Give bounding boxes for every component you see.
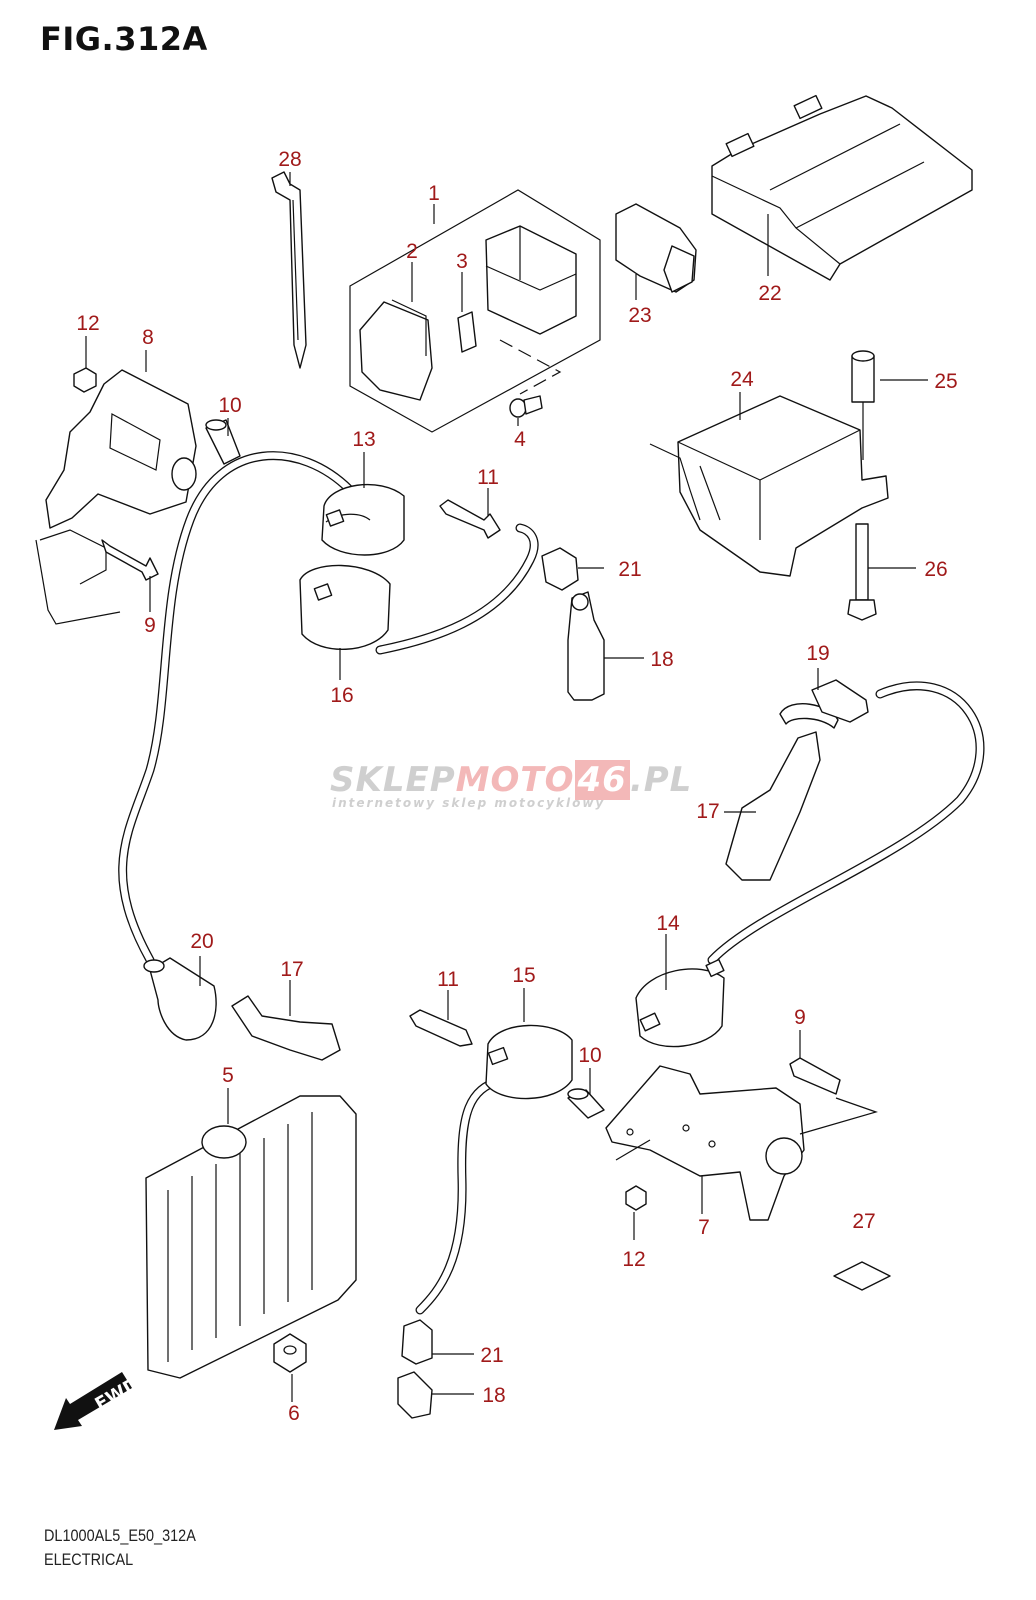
callout-6[interactable]: 6 (288, 1402, 300, 1425)
part-cable-tie[interactable] (271, 171, 307, 369)
part-plug-boot-20[interactable] (143, 957, 217, 1041)
callout-9a[interactable]: 9 (144, 614, 156, 637)
callout-21b[interactable]: 21 (480, 1344, 503, 1367)
part-spacer-10a[interactable] (205, 419, 241, 465)
callout-28[interactable]: 28 (278, 148, 301, 171)
callout-11b[interactable]: 11 (437, 968, 459, 991)
callout-24[interactable]: 24 (730, 368, 754, 391)
callout-16[interactable]: 16 (330, 684, 353, 707)
callout-18b[interactable]: 18 (482, 1384, 505, 1407)
callout-22[interactable]: 22 (758, 282, 781, 305)
callout-11a[interactable]: 11 (477, 466, 499, 489)
part-fuse-holder (359, 301, 433, 401)
watermark: SKLEPMOTO46.PL internetowy sklep motocyk… (330, 760, 692, 810)
leader-lines (85, 172, 928, 1402)
part-ignition-coil-14[interactable] (635, 958, 725, 1048)
callout-18a[interactable]: 18 (650, 648, 673, 671)
part-relay-assembly[interactable] (349, 189, 601, 433)
part-plug-boot-17a[interactable] (725, 731, 821, 881)
watermark-brand-4: .PL (629, 760, 693, 800)
part-bolt-4[interactable] (509, 395, 543, 418)
part-nut-12b[interactable] (625, 1185, 647, 1211)
watermark-tagline: internetowy sklep motocyklowy (332, 796, 606, 810)
part-pad-27[interactable] (833, 1261, 891, 1291)
part-nut-12a[interactable] (73, 367, 97, 393)
callout-27[interactable]: 27 (852, 1210, 875, 1233)
watermark-logo: SKLEPMOTO46.PL (330, 760, 692, 800)
part-module-24[interactable] (649, 395, 889, 577)
callout-21a[interactable]: 21 (618, 558, 641, 581)
part-fuse (457, 311, 477, 353)
callout-1[interactable]: 1 (428, 182, 440, 205)
part-bolt-11b[interactable] (409, 1009, 473, 1047)
section-name: ELECTRICAL (44, 1550, 134, 1569)
callout-9b[interactable]: 9 (794, 1006, 806, 1029)
part-plug-boot-17b[interactable] (231, 995, 341, 1061)
callout-14[interactable]: 14 (656, 912, 680, 935)
watermark-brand-1: SKLEP (330, 760, 456, 800)
part-bracket-right[interactable] (605, 1065, 878, 1221)
callout-4[interactable]: 4 (514, 428, 526, 451)
callout-15[interactable]: 15 (512, 964, 535, 987)
part-ecm-unit[interactable] (711, 94, 973, 281)
part-ignition-coil-16[interactable] (299, 564, 391, 651)
callout-25[interactable]: 25 (934, 370, 957, 393)
callout-2[interactable]: 2 (406, 240, 418, 263)
fwd-arrow-icon: FWD (54, 1372, 143, 1430)
part-spacer-10b[interactable] (567, 1088, 605, 1119)
part-collar-25[interactable] (851, 350, 875, 460)
callout-20[interactable]: 20 (190, 930, 213, 953)
part-cap-21b[interactable] (401, 1319, 433, 1365)
callout-5[interactable]: 5 (222, 1064, 234, 1087)
callout-8[interactable]: 8 (142, 326, 154, 349)
model-code: DL1000AL5_E50_312A (44, 1526, 196, 1545)
part-bolt-9b[interactable] (789, 1057, 841, 1095)
callout-17a[interactable]: 17 (696, 800, 719, 823)
hose-right-long[interactable] (707, 681, 985, 965)
part-plug-boot-18b[interactable] (397, 1371, 433, 1419)
callout-10b[interactable]: 10 (578, 1044, 601, 1067)
part-connector[interactable] (615, 203, 697, 293)
callout-7[interactable]: 7 (698, 1216, 710, 1239)
callout-23[interactable]: 23 (628, 304, 651, 327)
callout-19[interactable]: 19 (806, 642, 829, 665)
part-bracket-left[interactable] (35, 369, 197, 625)
hose-ignition-16[interactable] (375, 523, 539, 655)
figure-title: FIG.312A (40, 20, 208, 58)
hose-ignition-15[interactable] (415, 1075, 505, 1315)
part-bolt-9a[interactable] (101, 539, 159, 581)
part-bolt-26[interactable] (847, 523, 877, 621)
part-ignition-coil-15[interactable] (485, 1024, 573, 1100)
hose-left-long[interactable] (118, 451, 355, 965)
callout-12b[interactable]: 12 (622, 1248, 645, 1271)
callout-3[interactable]: 3 (456, 250, 468, 273)
callout-12a[interactable]: 12 (76, 312, 99, 335)
callout-26[interactable]: 26 (924, 558, 947, 581)
callout-13[interactable]: 13 (352, 428, 375, 451)
callout-labels: 1 2 3 4 5 6 7 8 9 9 10 10 11 11 12 12 13… (76, 148, 957, 1425)
part-nut-6[interactable] (273, 1333, 307, 1373)
watermark-brand-3: 46 (574, 760, 630, 800)
part-cap-21a[interactable] (541, 547, 579, 591)
part-regulator-rectifier[interactable] (145, 1095, 357, 1379)
part-plug-boot-19[interactable] (779, 679, 869, 729)
callout-17b[interactable]: 17 (280, 958, 303, 981)
part-plug-boot-18a[interactable] (567, 591, 605, 701)
part-ignition-coil-13[interactable] (321, 483, 405, 556)
watermark-brand-2: MOTO (455, 760, 575, 800)
callout-10a[interactable]: 10 (218, 394, 241, 417)
part-bolt-11a[interactable] (439, 499, 501, 539)
